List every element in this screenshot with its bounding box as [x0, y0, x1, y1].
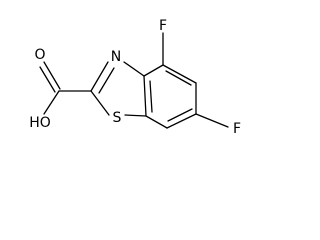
- atom-label-nitrogen: N: [111, 49, 121, 65]
- atom-label-sulfur: S: [113, 110, 122, 126]
- double-bond-c-o: [43, 61, 61, 90]
- bond-c7a-c3a: [143, 75, 147, 117]
- benzene-ring: [143, 64, 197, 129]
- carboxylic-acid-group: [39, 61, 92, 115]
- bond-c7-c7a: [145, 115, 168, 129]
- double-bond-c4-c5: [165, 70, 192, 86]
- atom-label-fluorine-top: F: [159, 18, 167, 34]
- double-bond-n-c2: [98, 67, 115, 94]
- double-bond-c-o-inner: [39, 66, 56, 93]
- bond-c-oh: [43, 90, 60, 115]
- bond-c3a-c4: [143, 64, 164, 77]
- bond-s-c7a: [124, 114, 147, 117]
- bond-c4-c5: [162, 64, 197, 84]
- atom-label-hydroxyl: HO: [29, 115, 51, 131]
- thiazole-ring: [90, 61, 147, 117]
- double-bond-c7a-c3a: [149, 80, 153, 113]
- atom-label-fluorine-right: F: [233, 121, 241, 137]
- bond-n-c2: [90, 61, 109, 92]
- bond-c2-s: [90, 90, 110, 116]
- chemical-structure: F F N S HO O: [29, 18, 241, 137]
- bond-c6-f: [195, 113, 229, 128]
- bond-c3a-n: [123, 61, 145, 77]
- double-bond-c6-c7: [167, 108, 193, 122]
- atom-label-carbonyl-oxygen: O: [34, 47, 45, 63]
- bond-c6-c7: [166, 113, 197, 129]
